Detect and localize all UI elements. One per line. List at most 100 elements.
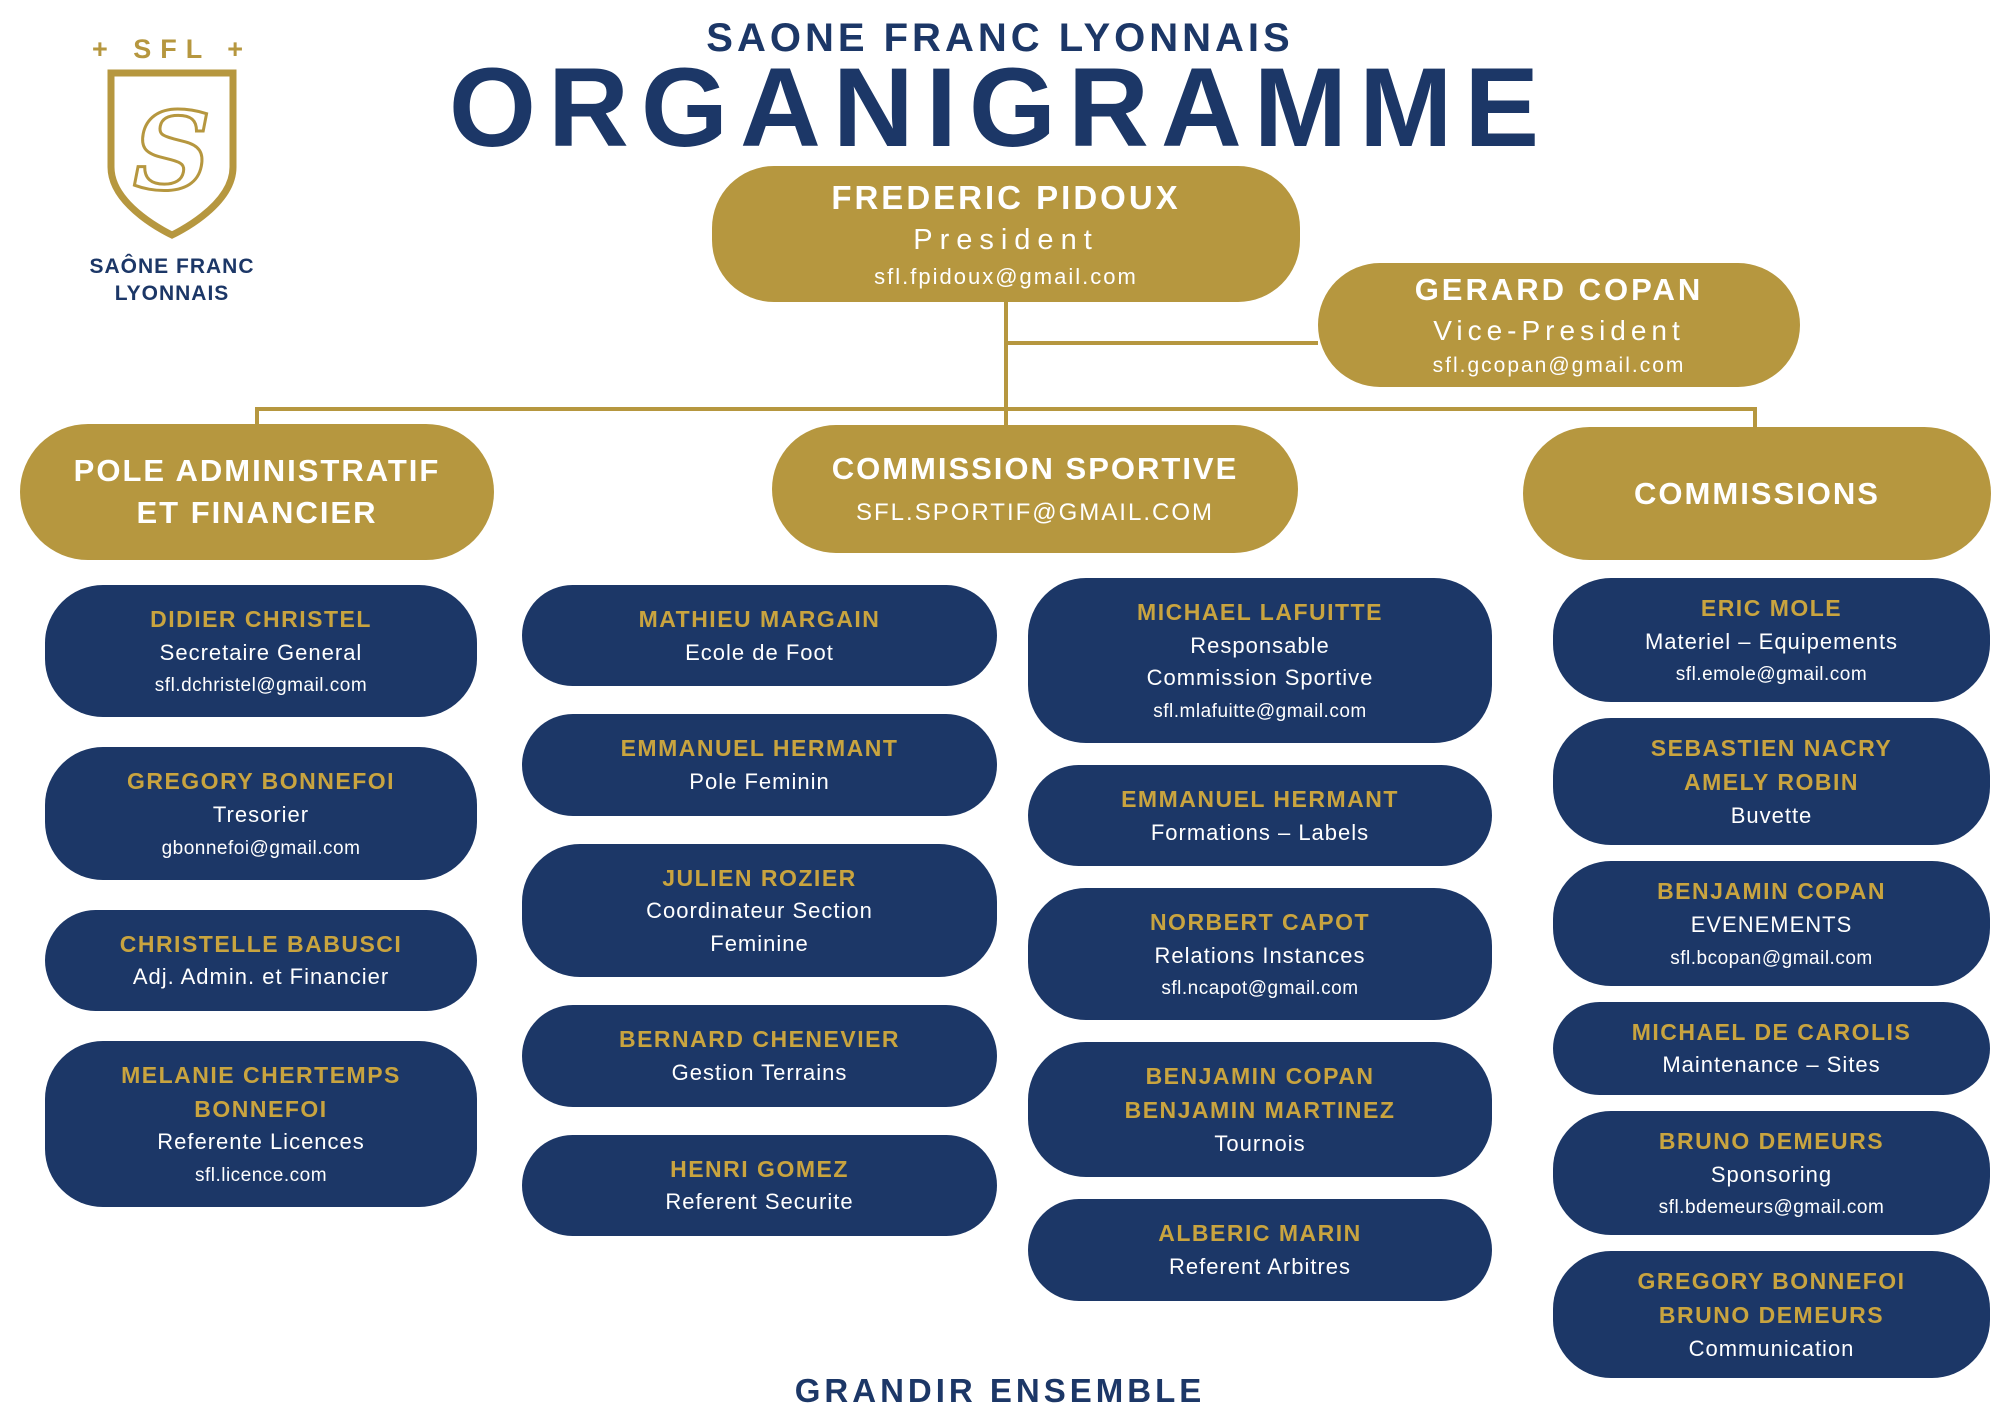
person-role: EVENEMENTS bbox=[1690, 912, 1853, 937]
svg-text:S: S bbox=[133, 89, 211, 215]
president-role: President bbox=[913, 223, 1099, 256]
person-name: NORBERT CAPOT bbox=[1149, 909, 1371, 935]
logo-club-line2: LYONNAIS bbox=[114, 282, 230, 306]
person-card: EMMANUEL HERMANT Pole Feminin bbox=[522, 714, 997, 816]
column-sportive-droite: MICHAEL LAFUITTE Responsable Commission … bbox=[1028, 578, 1492, 1301]
person-name: EMMANUEL HERMANT bbox=[620, 735, 899, 762]
person-name: CHRISTELLE BABUSCI bbox=[119, 930, 403, 957]
connector-drop-left bbox=[255, 407, 259, 427]
person-card: HENRI GOMEZ Referent Securite bbox=[522, 1134, 997, 1236]
page-subtitle: SAONE FRANC LYONNAIS bbox=[706, 16, 1294, 60]
vice-president-email: sfl.gcopan@gmail.com bbox=[1432, 354, 1686, 377]
vice-president-role: Vice-President bbox=[1433, 315, 1685, 346]
person-name: DIDIER CHRISTEL bbox=[150, 606, 372, 632]
person-name: GREGORY BONNEFOI bbox=[1637, 1268, 1906, 1294]
person-email: sfl.dchristel@gmail.com bbox=[154, 675, 368, 697]
person-name: MICHAEL DE CAROLIS bbox=[1631, 1018, 1912, 1045]
person-role: Materiel – Equipements bbox=[1644, 628, 1899, 654]
person-name-line2: BRUNO DEMEURS bbox=[1658, 1301, 1885, 1328]
person-card: MELANIE CHERTEMPS BONNEFOI Referente Lic… bbox=[45, 1040, 477, 1207]
person-role: Referente Licences bbox=[157, 1129, 365, 1155]
logo-club-line1: SAÔNE FRANC bbox=[89, 255, 255, 278]
club-logo: + SFL + S SAÔNE FRANC LYONNAIS bbox=[52, 34, 292, 308]
column-sportive-gauche: MATHIEU MARGAIN Ecole de Foot EMMANUEL H… bbox=[522, 585, 997, 1236]
person-name: BERNARD CHENEVIER bbox=[618, 1026, 901, 1053]
person-role: Referent Securite bbox=[665, 1189, 854, 1215]
person-name: ERIC MOLE bbox=[1700, 595, 1843, 621]
person-card: EMMANUEL HERMANT Formations – Labels bbox=[1028, 764, 1492, 866]
person-email: sfl.emole@gmail.com bbox=[1675, 664, 1868, 686]
person-card: SEBASTIEN NACRY AMELY ROBIN Buvette bbox=[1553, 718, 1990, 846]
person-card: NORBERT CAPOT Relations Instances sfl.nc… bbox=[1028, 888, 1492, 1021]
branch-title: COMMISSION SPORTIVE bbox=[831, 451, 1239, 486]
person-name: BENJAMIN COPAN bbox=[1657, 878, 1886, 905]
vice-president-card: GERARD COPAN Vice-President sfl.gcopan@g… bbox=[1318, 263, 1800, 387]
person-role: Maintenance – Sites bbox=[1662, 1052, 1881, 1078]
person-card: BRUNO DEMEURS Sponsoring sfl.bdemeurs@gm… bbox=[1553, 1110, 1990, 1235]
person-role: Relations Instances bbox=[1154, 942, 1366, 968]
person-role: Tournois bbox=[1214, 1130, 1306, 1156]
person-card: MICHAEL DE CAROLIS Maintenance – Sites bbox=[1553, 1001, 1990, 1095]
person-role: Communication bbox=[1688, 1335, 1855, 1361]
person-name-line2: AMELY ROBIN bbox=[1684, 769, 1859, 795]
branch-commissions: COMMISSIONS bbox=[1523, 427, 1991, 560]
person-card: CHRISTELLE BABUSCI Adj. Admin. et Financ… bbox=[45, 909, 477, 1011]
person-name: ALBERIC MARIN bbox=[1158, 1220, 1362, 1247]
person-card: BENJAMIN COPAN EVENEMENTS sfl.bcopan@gma… bbox=[1553, 861, 1990, 986]
person-email: sfl.ncapot@gmail.com bbox=[1161, 978, 1359, 1000]
person-role: Responsable bbox=[1190, 632, 1330, 658]
column-commissions: ERIC MOLE Materiel – Equipements sfl.emo… bbox=[1553, 578, 1990, 1378]
branch-title: COMMISSIONS bbox=[1634, 475, 1880, 511]
person-name: GREGORY BONNEFOI bbox=[126, 768, 396, 795]
person-card: ALBERIC MARIN Referent Arbitres bbox=[1028, 1199, 1492, 1301]
person-name-line2: BENJAMIN MARTINEZ bbox=[1124, 1097, 1396, 1123]
person-card: GREGORY BONNEFOI BRUNO DEMEURS Communica… bbox=[1553, 1251, 1990, 1378]
president-name: FREDERIC PIDOUX bbox=[831, 178, 1181, 216]
person-name: JULIEN ROZIER bbox=[662, 864, 857, 891]
branch-email: SFL.SPORTIF@GMAIL.COM bbox=[856, 499, 1214, 526]
page-title: ORGANIGRAMME bbox=[448, 45, 1552, 170]
footer-slogan: GRANDIR ENSEMBLE bbox=[794, 1372, 1206, 1409]
person-name: EMMANUEL HERMANT bbox=[1121, 785, 1399, 812]
branch-pole-administratif: POLE ADMINISTRATIF ET FINANCIER bbox=[20, 424, 494, 560]
logo-monogram-label: + SFL + bbox=[91, 34, 253, 64]
connector-drop-right bbox=[1753, 407, 1757, 431]
person-role: Gestion Terrains bbox=[671, 1060, 848, 1085]
person-role: Pole Feminin bbox=[689, 769, 830, 794]
person-email: sfl.bcopan@gmail.com bbox=[1670, 947, 1873, 969]
person-name-line2: BONNEFOI bbox=[194, 1095, 328, 1122]
person-name: HENRI GOMEZ bbox=[670, 1155, 849, 1182]
person-role: Buvette bbox=[1730, 802, 1813, 828]
shield-logo-icon: S bbox=[107, 69, 237, 239]
person-card: GREGORY BONNEFOI Tresorier gbonnefoi@gma… bbox=[45, 747, 477, 880]
person-card: ERIC MOLE Materiel – Equipements sfl.emo… bbox=[1553, 578, 1990, 703]
person-name: BENJAMIN COPAN bbox=[1145, 1063, 1375, 1090]
person-name: MICHAEL LAFUITTE bbox=[1137, 599, 1383, 625]
person-role-line2: Commission Sportive bbox=[1146, 665, 1374, 691]
person-role: Ecole de Foot bbox=[685, 639, 834, 665]
person-card: JULIEN ROZIER Coordinateur Section Femin… bbox=[522, 843, 997, 978]
person-email: sfl.bdemeurs@gmail.com bbox=[1658, 1197, 1885, 1218]
person-role: Referent Arbitres bbox=[1168, 1254, 1352, 1279]
person-email: gbonnefoi@gmail.com bbox=[161, 837, 361, 859]
person-email: sfl.licence.com bbox=[194, 1164, 328, 1186]
branch-title-line2: ET FINANCIER bbox=[136, 495, 378, 530]
connector-vice-president bbox=[1006, 341, 1318, 345]
person-role: Secretaire General bbox=[159, 639, 363, 665]
person-card: DIDIER CHRISTEL Secretaire General sfl.d… bbox=[45, 585, 477, 718]
person-role: Coordinateur Section bbox=[646, 898, 873, 924]
person-role: Formations – Labels bbox=[1150, 819, 1370, 845]
president-email: sfl.fpidoux@gmail.com bbox=[874, 263, 1138, 289]
person-role: Tresorier bbox=[212, 802, 310, 827]
person-email: sfl.mlafuitte@gmail.com bbox=[1153, 700, 1367, 722]
president-card: FREDERIC PIDOUX President sfl.fpidoux@gm… bbox=[712, 166, 1300, 302]
person-name: BRUNO DEMEURS bbox=[1658, 1127, 1885, 1154]
person-card: BERNARD CHENEVIER Gestion Terrains bbox=[522, 1005, 997, 1107]
logo-club-name: SAÔNE FRANC LYONNAIS bbox=[52, 253, 292, 308]
person-name: MATHIEU MARGAIN bbox=[638, 606, 881, 632]
person-role-line2: Feminine bbox=[710, 930, 809, 956]
branch-title: POLE ADMINISTRATIF bbox=[73, 453, 441, 488]
person-card: MICHAEL LAFUITTE Responsable Commission … bbox=[1028, 578, 1492, 743]
vice-president-name: GERARD COPAN bbox=[1414, 272, 1704, 307]
